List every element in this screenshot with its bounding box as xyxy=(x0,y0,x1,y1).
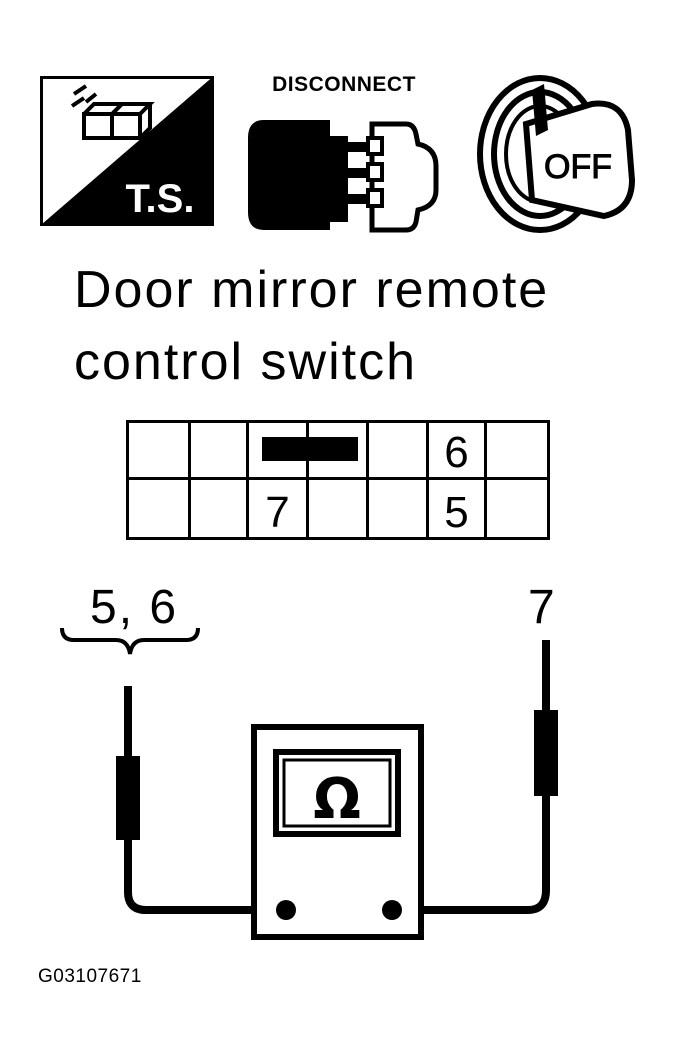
terminal-brace xyxy=(60,627,200,655)
connector-lock-tab xyxy=(262,437,358,461)
ignition-off-key-icon: OFF xyxy=(477,75,636,233)
page-title-line-2: control switch xyxy=(74,333,417,391)
ohmmeter-circuit: Ω xyxy=(60,627,558,940)
connector-face: 6 7 5 xyxy=(126,420,550,540)
parts-boxes-icon xyxy=(70,84,155,140)
connector-pin xyxy=(309,480,369,537)
connector-pin xyxy=(369,423,429,480)
disconnect-connector-icon xyxy=(248,120,439,233)
ts-label: T.S. xyxy=(126,177,195,221)
connector-pin-6: 6 xyxy=(429,423,487,480)
disconnect-label: DISCONNECT xyxy=(272,73,416,96)
connector-pin xyxy=(487,423,547,480)
terminal-label-right: 7 xyxy=(528,581,557,634)
left-test-probe xyxy=(116,686,286,914)
connector-pin xyxy=(191,480,249,537)
off-label: OFF xyxy=(544,148,612,186)
connector-pin xyxy=(309,423,369,480)
ohm-symbol: Ω xyxy=(313,767,361,832)
meter-terminal-right xyxy=(382,900,402,920)
page-title-line-1: Door mirror remote xyxy=(74,261,550,319)
terminal-label-left: 5, 6 xyxy=(90,581,179,634)
ts-icon: T.S. xyxy=(40,76,214,226)
right-test-probe xyxy=(392,640,558,914)
connector-pin xyxy=(487,480,547,537)
connector-pin xyxy=(369,480,429,537)
ohmmeter: Ω xyxy=(251,724,424,940)
connector-pin-5: 5 xyxy=(429,480,487,537)
connector-pin xyxy=(191,423,249,480)
meter-terminal-left xyxy=(276,900,296,920)
connector-pin xyxy=(129,423,191,480)
pin-label-6: 6 xyxy=(444,428,469,477)
figure-code: G03107671 xyxy=(38,966,142,987)
pin-label-7: 7 xyxy=(265,488,290,537)
pin-label-5: 5 xyxy=(444,488,469,537)
connector-pin xyxy=(129,480,191,537)
connector-pin-7: 7 xyxy=(249,480,309,537)
